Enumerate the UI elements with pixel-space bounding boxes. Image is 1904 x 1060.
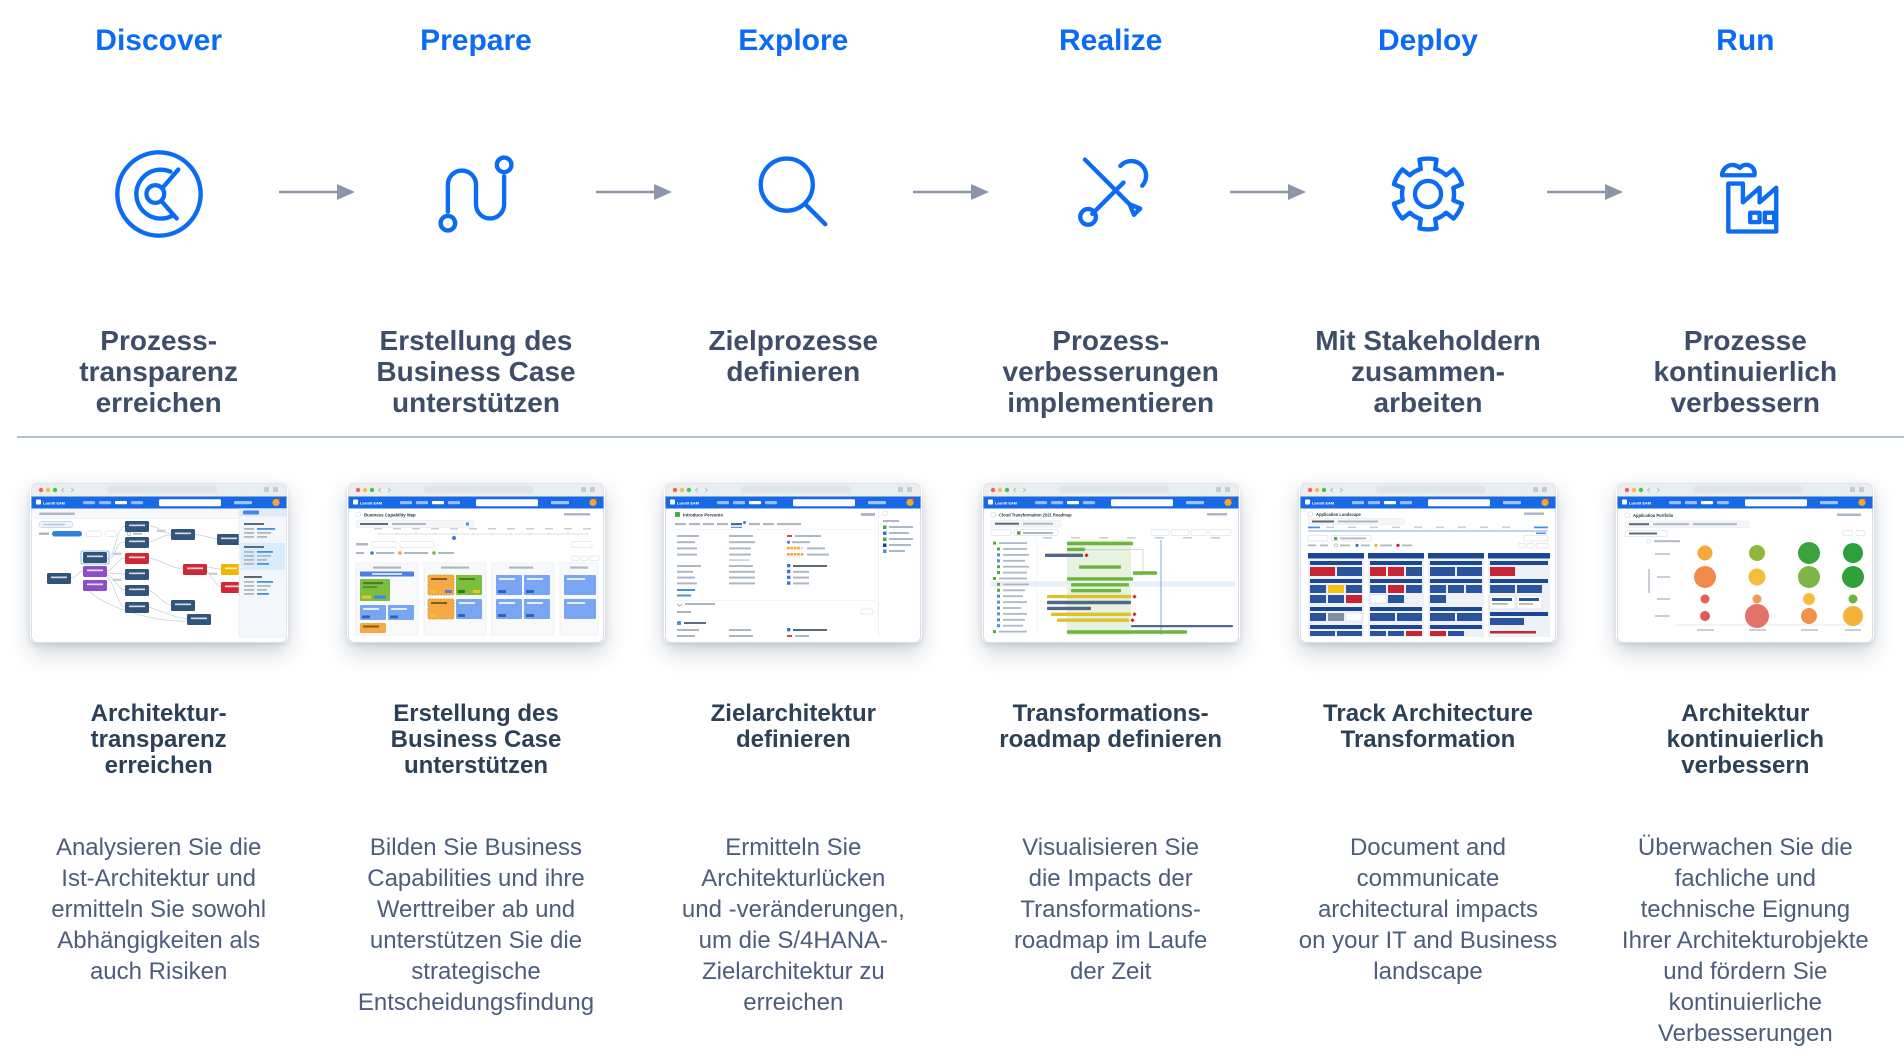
mini-gantt bbox=[990, 537, 1235, 635]
card-body: Ermitteln Sie Architekturlücken und -ver… bbox=[681, 834, 905, 1016]
card-transformation-roadmap: Cloud Transformation 2021 Roadmap bbox=[952, 483, 1269, 1049]
card-heading: Erstellung des Business Case unterstütze… bbox=[390, 700, 562, 779]
mini-tabs bbox=[673, 521, 876, 530]
screenshot-application-portfolio: Application Portfolio bbox=[1616, 483, 1875, 643]
mini-report-header: Business Capability Map bbox=[355, 512, 590, 528]
mini-field-rows bbox=[677, 535, 830, 597]
phase-discover: Discover Prozess- transparenz erreichen bbox=[0, 0, 317, 418]
phase-prepare: Prepare Erstellung des Business Case unt… bbox=[317, 0, 634, 418]
phase-caption-realize: Prozess- verbesserungen implementieren bbox=[1002, 325, 1219, 418]
card-business-case: Business Capability Map bbox=[317, 483, 634, 1049]
magnifier-icon bbox=[743, 62, 843, 325]
card-heading: Architektur kontinuierlich verbessern bbox=[1666, 700, 1824, 779]
mini-graph-nodes bbox=[46, 521, 245, 625]
cards-row: Architektur- transparenz erreichen Analy… bbox=[0, 483, 1904, 1049]
flow-arrow-icon bbox=[1547, 184, 1623, 200]
mini-detail-sidebar bbox=[238, 508, 287, 638]
section-divider bbox=[17, 436, 1904, 438]
gantt-tree bbox=[992, 541, 1029, 634]
card-body: Bilden Sie Business Capabilities und ihr… bbox=[357, 834, 595, 1016]
card-architecture-transparency: Architektur- transparenz erreichen Analy… bbox=[0, 483, 317, 1049]
phase-label-explore: Explore bbox=[738, 24, 849, 57]
card-track-transformation: Application Landscape bbox=[1269, 483, 1586, 1049]
radar-scan-icon bbox=[109, 62, 209, 325]
mini-landscape-columns bbox=[1307, 553, 1550, 637]
mini-timeline-slider bbox=[373, 528, 591, 540]
phase-caption-deploy: Mit Stakeholdern zusammen- arbeiten bbox=[1315, 325, 1541, 418]
card-target-architecture: Introduce Personio bbox=[635, 483, 952, 1049]
phase-row: Discover Prozess- transparenz erreichen … bbox=[0, 0, 1904, 418]
phase-deploy: Deploy Mit Stakeholdern zusammen- arbeit… bbox=[1269, 0, 1586, 418]
screenshot-capability-map: Business Capability Map bbox=[346, 483, 605, 643]
screenshot-fact-sheet: Introduce Personio bbox=[664, 483, 923, 643]
mini-report-header: Application Portfolio bbox=[1625, 512, 1866, 537]
card-body: Analysieren Sie die Ist-Architektur und … bbox=[51, 834, 267, 985]
phase-label-discover: Discover bbox=[95, 24, 223, 57]
phase-label-prepare: Prepare bbox=[420, 24, 532, 57]
phase-realize: Realize Prozess- verbesserungen implemen… bbox=[952, 0, 1269, 418]
card-heading: Zielarchitektur definieren bbox=[710, 700, 877, 753]
mini-filter-row bbox=[355, 541, 600, 561]
screenshot-application-landscape: Application Landscape bbox=[1298, 483, 1557, 643]
svg-text:Cloud Transformation 2021 Road: Cloud Transformation 2021 Roadmap bbox=[999, 513, 1072, 518]
gantt-bars bbox=[1044, 541, 1233, 634]
card-body: Document and communicate architectural i… bbox=[1298, 834, 1558, 985]
gear-icon bbox=[1378, 62, 1478, 325]
flow-arrow-icon bbox=[913, 184, 989, 200]
svg-text:Application Portfolio: Application Portfolio bbox=[1633, 513, 1674, 518]
screenshot-dependency-graph bbox=[29, 483, 288, 643]
card-heading: Architektur- transparenz erreichen bbox=[90, 700, 227, 779]
process-route-icon bbox=[426, 62, 526, 325]
phase-caption-discover: Prozess- transparenz erreichen bbox=[79, 325, 239, 418]
flow-arrow-icon bbox=[1230, 184, 1306, 200]
phase-label-deploy: Deploy bbox=[1377, 24, 1478, 57]
phase-caption-run: Prozesse kontinuierlich verbessern bbox=[1653, 325, 1838, 418]
phase-caption-explore: Zielprozesse definieren bbox=[708, 325, 879, 387]
mini-factsheet-header: Introduce Personio bbox=[675, 512, 876, 517]
card-continuous-improvement: Application Portfolio bbox=[1587, 483, 1904, 1049]
phase-caption-prepare: Erstellung des Business Case unterstütze… bbox=[376, 325, 576, 418]
phase-label-run: Run bbox=[1716, 24, 1775, 57]
card-heading: Track Architecture Transformation bbox=[1323, 700, 1533, 753]
tools-icon bbox=[1061, 62, 1161, 325]
svg-text:Business Capability Map: Business Capability Map bbox=[364, 513, 416, 518]
card-body: Überwachen Sie die fachliche und technis… bbox=[1621, 834, 1869, 1047]
flow-arrow-icon bbox=[596, 184, 672, 200]
card-heading: Transformations- roadmap definieren bbox=[999, 700, 1223, 753]
bubbles bbox=[1694, 542, 1865, 628]
mini-timeline bbox=[1307, 526, 1549, 549]
phase-explore: Explore Zielprozesse definieren bbox=[635, 0, 952, 418]
flow-arrow-icon bbox=[279, 184, 355, 200]
mini-bubble-chart bbox=[1647, 539, 1866, 631]
mini-description-section bbox=[673, 600, 876, 637]
mini-report-header: Cloud Transformation 2021 Roadmap bbox=[990, 512, 1231, 536]
mini-right-rail bbox=[878, 508, 914, 637]
phase-run: Run Prozesse kontinuierlich verbessern bbox=[1587, 0, 1904, 418]
screenshot-roadmap-gantt: Cloud Transformation 2021 Roadmap bbox=[981, 483, 1240, 643]
mini-report-header: Application Landscape bbox=[1307, 511, 1544, 525]
mini-capability-panels bbox=[355, 562, 599, 636]
card-body: Visualisieren Sie die Impacts der Transf… bbox=[1013, 834, 1208, 985]
svg-text:Application Landscape: Application Landscape bbox=[1316, 512, 1362, 517]
svg-text:Introduce Personio: Introduce Personio bbox=[683, 512, 723, 517]
phase-label-realize: Realize bbox=[1058, 24, 1163, 57]
factory-icon bbox=[1695, 62, 1795, 325]
